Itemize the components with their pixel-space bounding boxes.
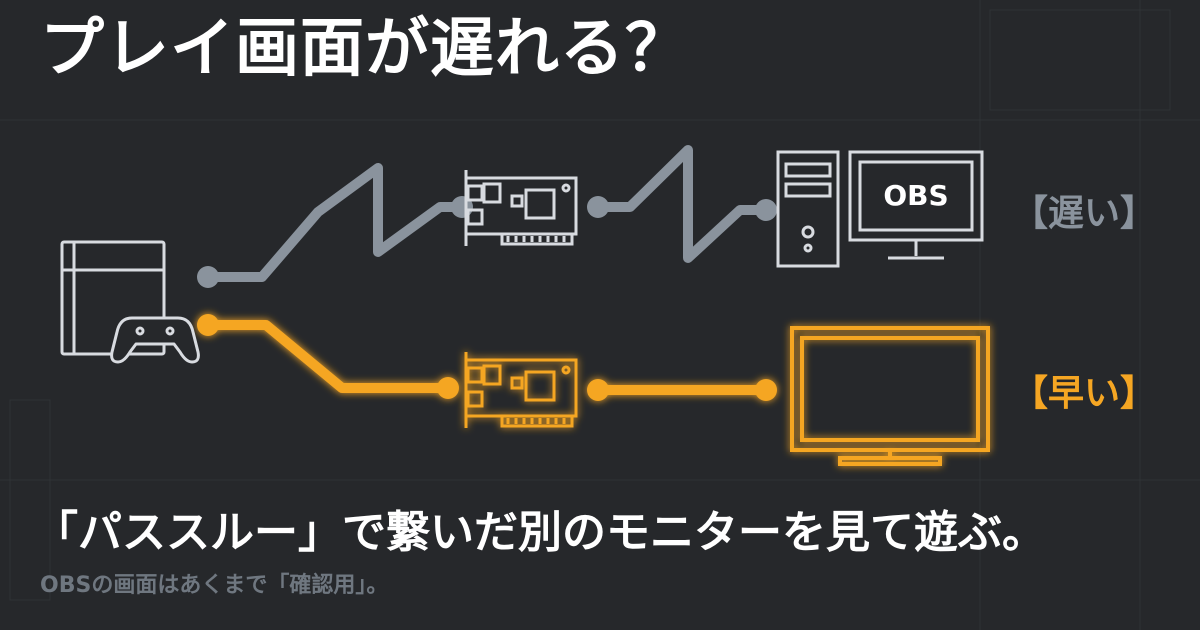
slow-path-line (203, 145, 771, 282)
slow-path-label: 【遅い】 (1012, 193, 1157, 234)
note-text: OBSの画面はあくまで「確認用」。 (40, 573, 389, 598)
obs-monitor-text: OBS (883, 179, 948, 212)
monitor-icon (848, 150, 984, 260)
controller-icon (110, 316, 200, 364)
capture-card-icon (464, 352, 578, 428)
fast-path-label: 【早い】 (1012, 373, 1157, 414)
page-title: プレイ画面が遅れる？ (40, 12, 690, 86)
pc-tower-icon (776, 150, 840, 268)
capture-card-icon (464, 170, 578, 246)
tv-icon (790, 326, 990, 466)
subtitle: 「パススルー」で繋いだ別のモニターを見て遊ぶ。 (34, 507, 1046, 558)
fast-path-line (197, 314, 777, 401)
